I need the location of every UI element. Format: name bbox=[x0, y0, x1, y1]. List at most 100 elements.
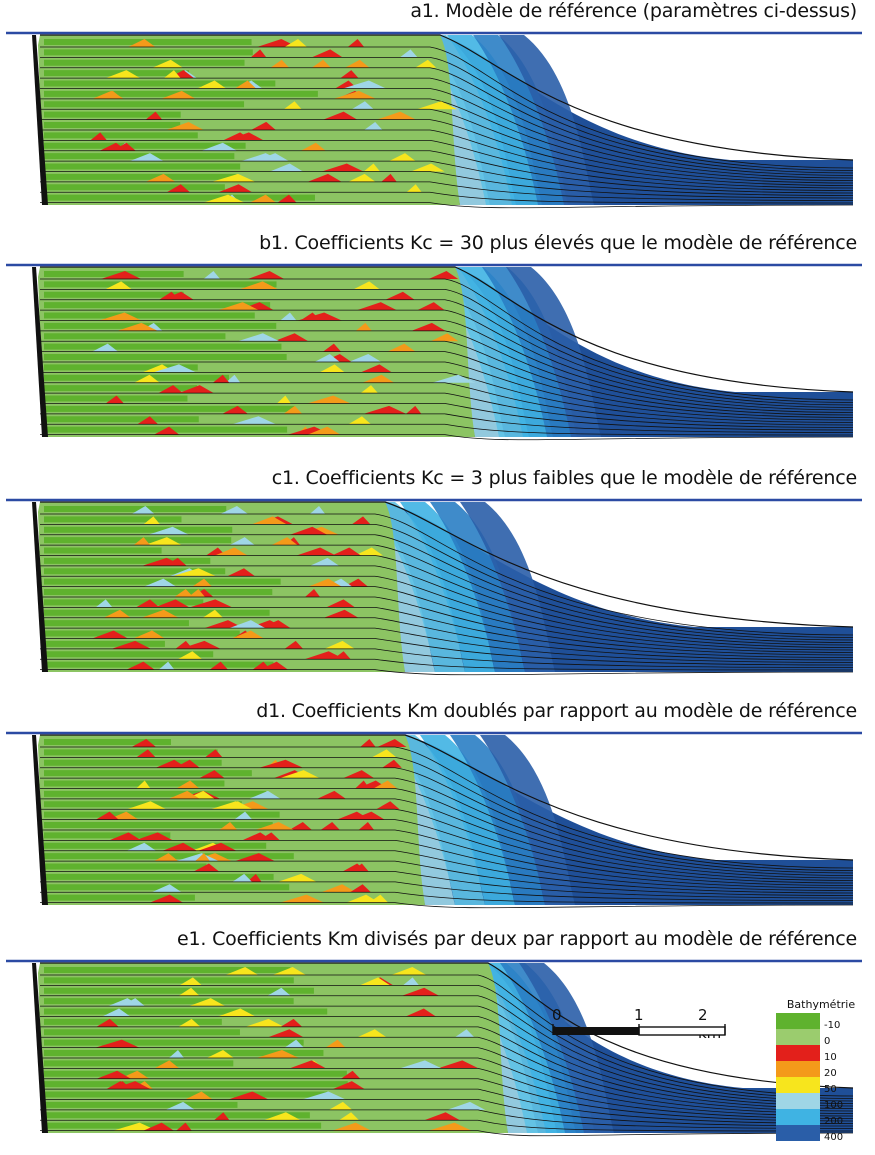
reef-patch bbox=[385, 291, 415, 300]
reef-patch bbox=[137, 416, 159, 425]
stratum-green-band bbox=[44, 194, 315, 201]
top-surface-line bbox=[40, 266, 854, 393]
reef-patch bbox=[232, 873, 253, 882]
stratum-green-band bbox=[44, 333, 226, 340]
reef-patch bbox=[357, 302, 397, 311]
reef-patch bbox=[126, 661, 155, 670]
stratum-line bbox=[40, 902, 854, 909]
stratum-line bbox=[40, 1109, 854, 1129]
reef-patch bbox=[219, 822, 238, 830]
reef-patch bbox=[154, 1060, 180, 1069]
reef-patch bbox=[234, 811, 253, 820]
reef-patch bbox=[309, 506, 326, 514]
stratum-green-band bbox=[44, 132, 198, 139]
reef-patch bbox=[252, 661, 271, 670]
stratum-line bbox=[40, 544, 854, 643]
stratum-green-band bbox=[44, 364, 198, 371]
reef-patch bbox=[188, 998, 226, 1007]
slope-band bbox=[506, 267, 601, 437]
reef-patch bbox=[129, 153, 164, 162]
reef-patch bbox=[307, 426, 341, 435]
reef-patch bbox=[232, 416, 276, 425]
legend-swatch bbox=[776, 1125, 820, 1141]
reef-patch bbox=[280, 312, 297, 321]
reef-patch bbox=[283, 405, 303, 414]
stratum-green-band bbox=[44, 651, 214, 658]
stratum-green-band bbox=[44, 173, 237, 180]
stratum-green-band bbox=[44, 1091, 328, 1098]
reef-patch bbox=[333, 90, 376, 99]
stratum-line bbox=[40, 150, 854, 194]
stratum-line bbox=[40, 392, 854, 428]
stratum-line bbox=[40, 361, 854, 421]
reef-patch bbox=[227, 568, 256, 577]
slope-band bbox=[460, 502, 555, 672]
reef-patch bbox=[154, 599, 190, 608]
reef-patch bbox=[351, 811, 385, 820]
panel-a1: a1. Modèle de référence (paramètres ci-d… bbox=[0, 0, 875, 215]
reef-patch bbox=[136, 599, 160, 608]
reef-patch bbox=[212, 374, 230, 383]
slope-band bbox=[434, 267, 529, 437]
reef-patch bbox=[406, 184, 422, 193]
reef-patch bbox=[351, 101, 374, 110]
reef-patch bbox=[165, 1101, 195, 1110]
reef-patch bbox=[354, 547, 384, 556]
stratum-green-band bbox=[44, 516, 182, 523]
reef-patch bbox=[102, 1008, 131, 1017]
reef-patch bbox=[382, 759, 402, 768]
reef-patch bbox=[90, 132, 107, 141]
stratum-line bbox=[40, 881, 854, 901]
stratum-green-band bbox=[44, 998, 294, 1005]
stratum-line bbox=[40, 171, 854, 199]
reef-patch bbox=[424, 1112, 460, 1121]
legend-label: 100 bbox=[824, 1100, 844, 1111]
cross-section-c1 bbox=[6, 498, 862, 676]
reef-patch bbox=[319, 364, 345, 373]
reef-patch bbox=[131, 739, 157, 747]
reef-patch bbox=[416, 101, 458, 110]
legend-label: 50 bbox=[824, 1084, 837, 1095]
reef-patch bbox=[290, 526, 328, 535]
reef-patch bbox=[143, 1122, 174, 1131]
stratum-line bbox=[40, 88, 854, 179]
stratum-green-band bbox=[44, 1050, 324, 1056]
reef-patch bbox=[341, 1070, 361, 1079]
stratum-line bbox=[40, 108, 854, 184]
reef-patch bbox=[300, 142, 326, 151]
reef-patch bbox=[320, 822, 340, 830]
stratum-green-band bbox=[44, 1112, 310, 1119]
stratum-green-band bbox=[44, 537, 232, 544]
reef-patch bbox=[211, 173, 256, 182]
stratum-green-band bbox=[44, 759, 222, 766]
reef-patch bbox=[144, 537, 182, 546]
stratum-green-band bbox=[44, 599, 204, 606]
reef-patch bbox=[163, 70, 181, 79]
reef-patch bbox=[92, 90, 124, 99]
reef-patch bbox=[308, 578, 342, 587]
reef-patch bbox=[154, 853, 179, 862]
reef-patch bbox=[234, 80, 257, 89]
stratum-line bbox=[40, 995, 854, 1102]
cross-section-b1 bbox=[6, 263, 862, 441]
stratum-green-band bbox=[44, 790, 267, 797]
stratum-line bbox=[40, 1067, 854, 1119]
reef-patch bbox=[350, 884, 371, 893]
reef-patch bbox=[411, 322, 446, 331]
stratum-green-band bbox=[44, 1070, 347, 1077]
reef-patch bbox=[149, 894, 183, 903]
reef-patch bbox=[205, 749, 223, 758]
legend-swatch bbox=[776, 1029, 820, 1045]
reef-patch bbox=[267, 987, 291, 996]
legend-swatch bbox=[776, 1109, 820, 1125]
reef-patch bbox=[289, 1060, 326, 1069]
reef-patch bbox=[193, 863, 220, 872]
panel-title-b1: b1. Coefficients Kc = 30 plus élevés que… bbox=[259, 232, 857, 254]
panel-title-e1: e1. Coefficients Km divisés par deux par… bbox=[177, 928, 857, 950]
top-surface-line bbox=[40, 501, 854, 628]
reef-patch bbox=[148, 526, 189, 535]
reef-patch bbox=[268, 1029, 304, 1038]
reef-patch bbox=[92, 630, 128, 639]
reef-patch bbox=[279, 770, 320, 779]
